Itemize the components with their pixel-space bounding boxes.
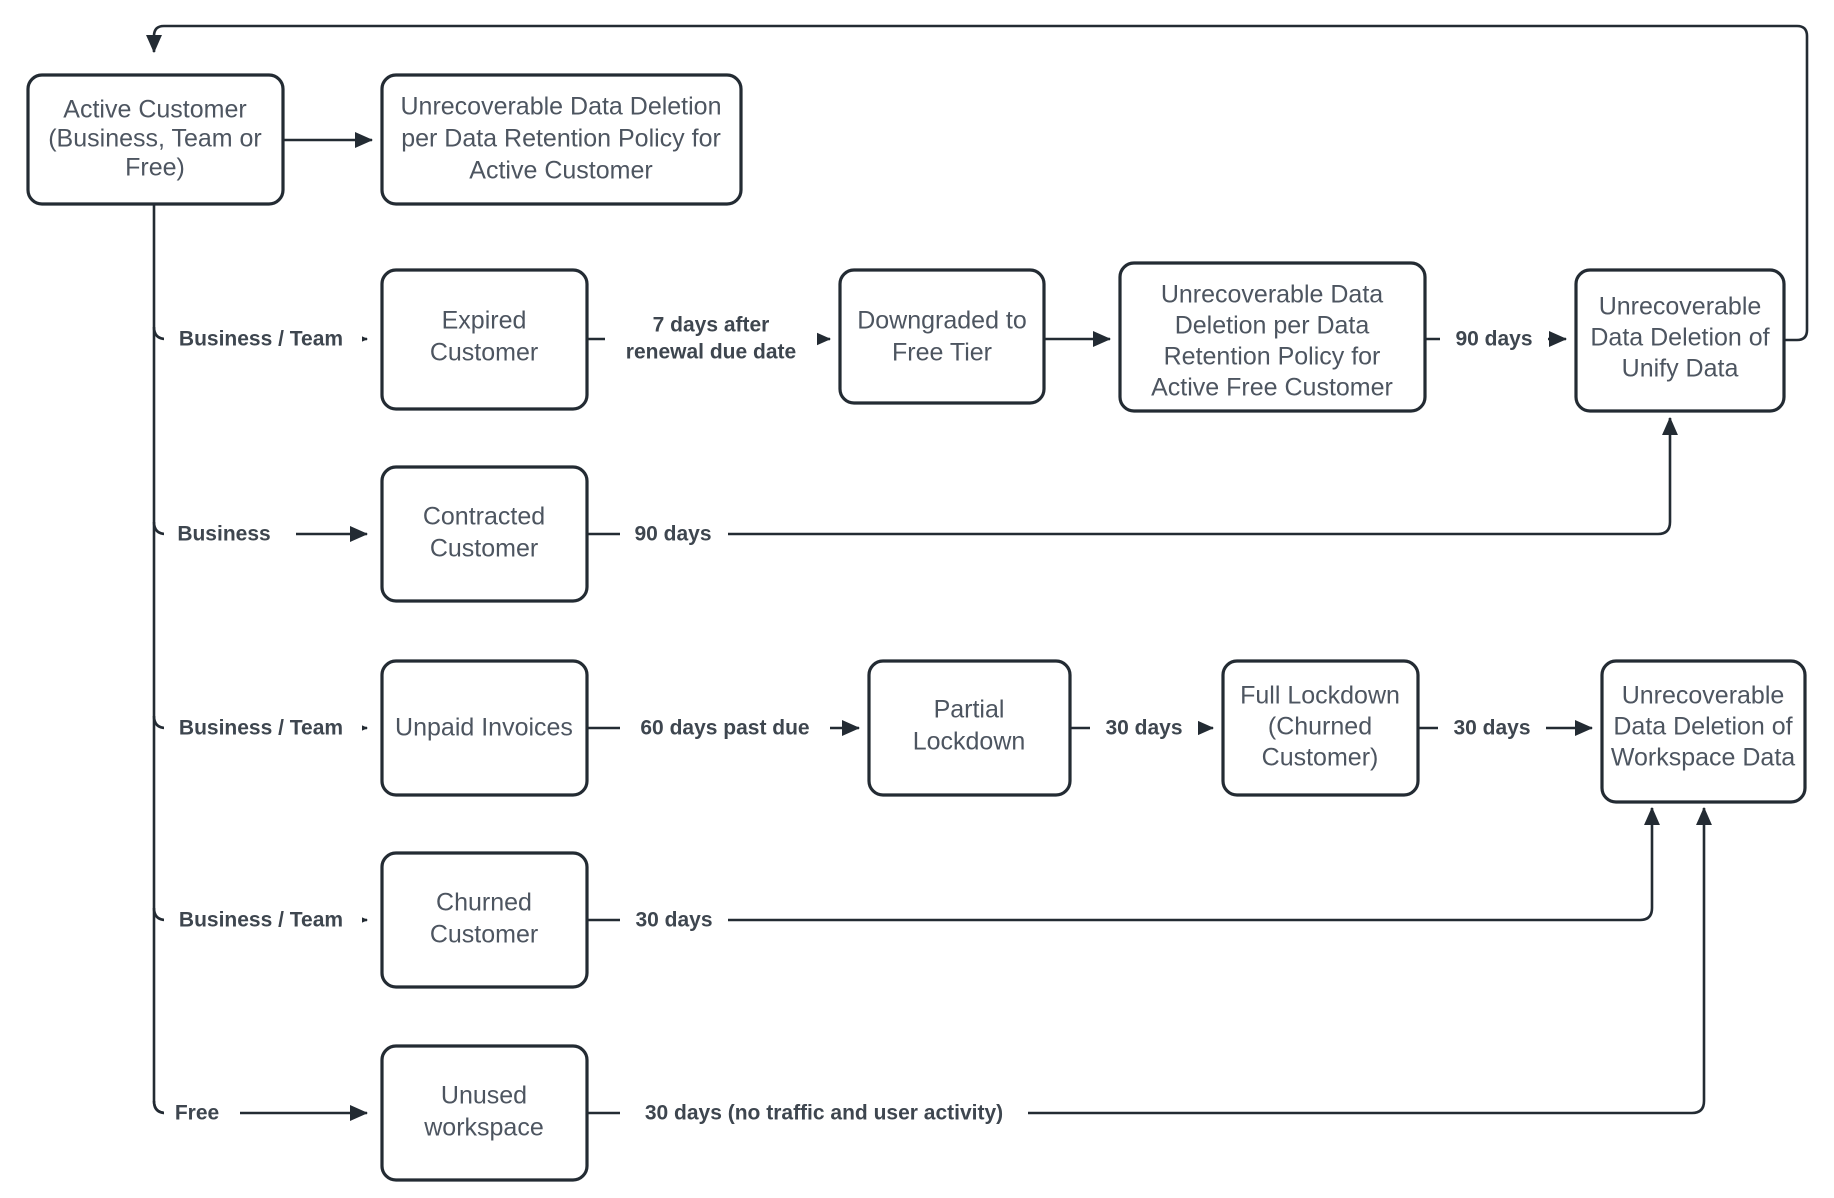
edge-active-to-unpaid: Business / Team (152, 713, 369, 743)
node-churned-customer[interactable]: Churned Customer (380, 851, 589, 989)
node-unrecoverable-free-line2: Deletion per Data (1175, 312, 1370, 340)
edge-label-free-unused: Free (175, 1102, 219, 1125)
edge-partial-to-full: 30 days (1070, 713, 1215, 743)
node-active-customer-box[interactable] (26, 73, 285, 206)
node-unrecoverable-workspace-line3: Workspace Data (1611, 744, 1795, 772)
node-unrecoverable-unify-line1: Unrecoverable (1599, 293, 1762, 321)
node-partial-lockdown-line1: Partial (934, 696, 1005, 724)
node-active-customer-line1: Active Customer (63, 96, 246, 124)
node-unrecoverable-unify-line3: Unify Data (1622, 355, 1739, 383)
node-unrecoverable-active-line2: per Data Retention Policy for (401, 125, 721, 153)
edge-label-30-days-no-traffic: 30 days (no traffic and user activity) (645, 1102, 1003, 1125)
node-partial-lockdown-box[interactable] (867, 659, 1072, 797)
node-unrecoverable-unify-line2: Data Deletion of (1590, 324, 1769, 352)
edge-active-to-expired: Business / Team (152, 324, 369, 354)
node-unrecoverable-workspace-box[interactable] (1600, 659, 1807, 804)
node-active-customer[interactable]: Active Customer (Business, Team or Free) (26, 73, 285, 206)
node-unrecoverable-free[interactable]: Unrecoverable Data Deletion per Data Ret… (1118, 261, 1427, 413)
edge-label-business-team-expired: Business / Team (179, 328, 343, 351)
node-churned-customer-line1: Churned (436, 889, 532, 917)
node-unrecoverable-free-line1: Unrecoverable Data (1161, 281, 1383, 309)
edge-label-business-team-unpaid: Business / Team (179, 717, 343, 740)
node-unused-workspace-line2: workspace (423, 1114, 544, 1142)
edge-label-30-days-churned: 30 days (635, 909, 712, 932)
node-unrecoverable-unify[interactable]: Unrecoverable Data Deletion of Unify Dat… (1574, 268, 1786, 413)
edge-label-90-days-free: 90 days (1455, 328, 1532, 351)
node-downgraded-free-tier-line1: Downgraded to (857, 307, 1027, 335)
edge-label-business-contracted: Business (177, 523, 270, 546)
node-unpaid-invoices-box[interactable] (380, 659, 589, 797)
node-unrecoverable-active-line1: Unrecoverable Data Deletion (400, 93, 721, 121)
node-unrecoverable-active-box[interactable] (380, 73, 743, 206)
node-unused-workspace[interactable]: Unused workspace (380, 1044, 589, 1182)
node-contracted-customer-line1: Contracted (423, 503, 545, 531)
node-unrecoverable-workspace-line1: Unrecoverable (1622, 682, 1785, 710)
node-full-lockdown-box[interactable] (1221, 659, 1420, 797)
edge-label-business-team-churned: Business / Team (179, 909, 343, 932)
edge-unpaid-to-partial: 60 days past due (587, 713, 861, 743)
node-contracted-customer-box[interactable] (380, 465, 589, 603)
edge-active-to-contracted: Business (152, 519, 369, 549)
node-downgraded-free-tier-line2: Free Tier (892, 339, 992, 367)
node-contracted-customer-line2: Customer (430, 535, 538, 563)
edge-unused-to-workspace: 30 days (no traffic and user activity) (587, 806, 1713, 1128)
node-unrecoverable-active[interactable]: Unrecoverable Data Deletion per Data Ret… (380, 73, 743, 206)
node-expired-customer-box[interactable] (380, 268, 589, 411)
node-full-lockdown[interactable]: Full Lockdown (Churned Customer) (1221, 659, 1420, 797)
node-full-lockdown-line1: Full Lockdown (1240, 682, 1400, 710)
edge-active-to-churned: Business / Team (152, 905, 369, 935)
node-unrecoverable-active-line3: Active Customer (469, 157, 652, 185)
node-active-customer-line3: Free) (125, 154, 185, 182)
node-full-lockdown-line2: (Churned (1268, 713, 1372, 741)
node-downgraded-free-tier[interactable]: Downgraded to Free Tier (838, 268, 1046, 405)
node-unrecoverable-free-box[interactable] (1118, 261, 1427, 413)
node-churned-customer-box[interactable] (380, 851, 589, 989)
node-unused-workspace-line1: Unused (441, 1082, 527, 1110)
edge-label-30-days-full-workspace: 30 days (1453, 717, 1530, 740)
edge-expired-to-downgraded: 7 days after renewal due date (587, 310, 832, 372)
node-expired-customer[interactable]: Expired Customer (380, 268, 589, 411)
node-expired-customer-line2: Customer (430, 339, 538, 367)
edge-contracted-to-unify: 90 days (587, 416, 1679, 549)
node-unrecoverable-free-line4: Active Free Customer (1151, 374, 1393, 402)
edge-full-to-workspace: 30 days (1418, 713, 1594, 743)
edge-active-to-unused: Free (152, 1098, 369, 1128)
edge-label-30-days-partial-full: 30 days (1105, 717, 1182, 740)
node-unrecoverable-workspace[interactable]: Unrecoverable Data Deletion of Workspace… (1600, 659, 1807, 804)
node-full-lockdown-line3: Customer) (1262, 744, 1379, 772)
edge-unify-to-active-loop (145, 24, 1809, 342)
node-partial-lockdown[interactable]: Partial Lockdown (867, 659, 1072, 797)
edge-churned-to-workspace: 30 days (587, 806, 1661, 935)
node-expired-customer-line1: Expired (442, 307, 527, 335)
node-unrecoverable-workspace-line2: Data Deletion of (1613, 713, 1792, 741)
node-unused-workspace-box[interactable] (380, 1044, 589, 1182)
node-active-customer-line2: (Business, Team or (48, 125, 262, 153)
node-unpaid-invoices[interactable]: Unpaid Invoices (380, 659, 589, 797)
node-unrecoverable-free-line3: Retention Policy for (1164, 343, 1381, 371)
node-unpaid-invoices-line1: Unpaid Invoices (395, 714, 573, 742)
edge-label-7-days-line2: renewal due date (626, 341, 796, 364)
node-downgraded-free-tier-box[interactable] (838, 268, 1046, 405)
edge-unrecoverable-free-to-unify: 90 days (1425, 324, 1568, 354)
edge-label-60-days-past-due: 60 days past due (640, 717, 809, 740)
node-partial-lockdown-line2: Lockdown (913, 728, 1026, 756)
node-churned-customer-line2: Customer (430, 921, 538, 949)
edge-label-90-days-contracted: 90 days (634, 523, 711, 546)
node-unrecoverable-unify-box[interactable] (1574, 268, 1786, 413)
edge-label-7-days-line1: 7 days after (653, 314, 770, 337)
node-contracted-customer[interactable]: Contracted Customer (380, 465, 589, 603)
